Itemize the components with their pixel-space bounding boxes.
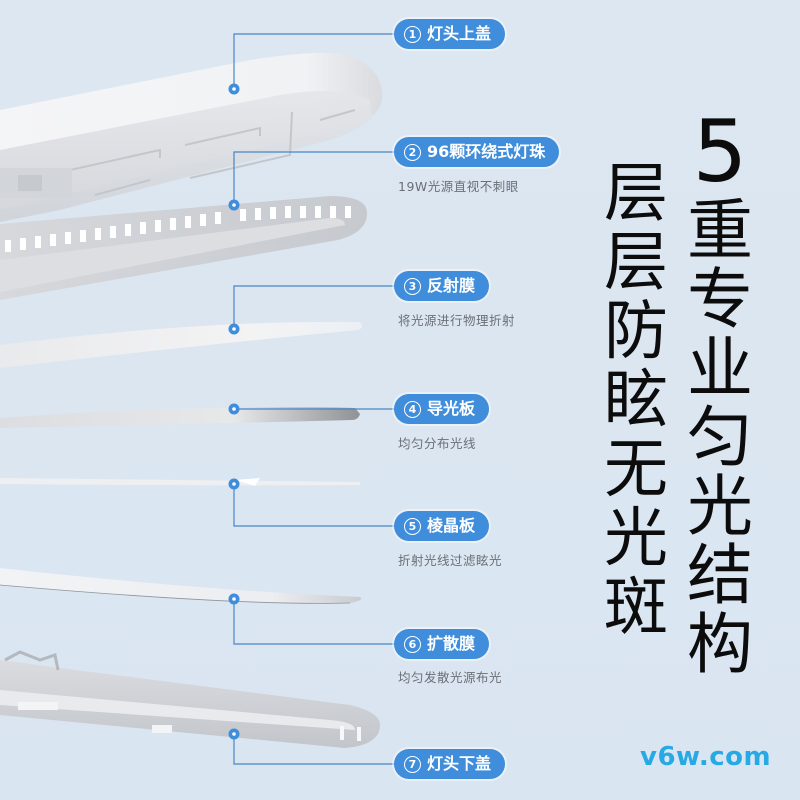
callout-pill-bottom-cover: 7 灯头下盖 [394, 749, 506, 779]
number-badge: 6 [404, 635, 421, 653]
callout-title: 96颗环绕式灯珠 [427, 142, 546, 161]
callout-pill-prism-plate: 5 棱晶板 [394, 511, 490, 541]
number-badge: 4 [404, 400, 421, 418]
callout-title: 导光板 [427, 399, 476, 418]
connector-lines [233, 33, 394, 765]
callout-title: 棱晶板 [427, 516, 476, 535]
headline-char: 防 [604, 295, 668, 369]
callout-pill-led-beads: 2 96颗环绕式灯珠 [394, 137, 560, 167]
callout-pill-light-guide-plate: 4 导光板 [394, 394, 490, 424]
headline-char: 斑 [604, 571, 668, 645]
headline-char: 光 [604, 502, 668, 576]
watermark: v6w.com [640, 742, 772, 772]
callout-title: 扩散膜 [427, 634, 476, 653]
headline-char: 层 [604, 157, 668, 231]
number-badge: 7 [404, 755, 421, 773]
callout-pill-top-cover: 1 灯头上盖 [394, 19, 506, 49]
headline-char: 构 [687, 606, 753, 683]
led-beads [5, 206, 351, 252]
headline-five-layer-structure: 5 重 专 业 匀 光 结 构 [680, 108, 760, 679]
headline-anti-glare: 层 层 防 眩 无 光 斑 [598, 160, 674, 643]
headline-char: 结 [687, 537, 753, 614]
number-badge: 5 [404, 517, 421, 535]
number-badge: 3 [404, 277, 421, 295]
number-badge: 1 [404, 25, 421, 43]
headline-char: 重 [687, 192, 753, 269]
callout-title: 灯头上盖 [427, 24, 492, 43]
headline-char: 眩 [604, 364, 668, 438]
callout-subtitle: 19W光源直视不刺眼 [398, 179, 519, 194]
headline-char: 专 [687, 261, 753, 338]
headline-char: 无 [604, 433, 668, 507]
anchor-dots [228, 83, 240, 740]
callout-title: 反射膜 [427, 276, 476, 295]
headline-char: 光 [687, 468, 753, 545]
callout-pill-diffuser-film: 6 扩散膜 [394, 629, 490, 659]
callout-subtitle: 均匀发散光源布光 [398, 670, 503, 685]
headline-char: 层 [604, 226, 668, 300]
callout-subtitle: 折射光线过滤眩光 [398, 553, 503, 568]
callout-pill-reflective-film: 3 反射膜 [394, 271, 490, 301]
headline-char: 业 [687, 330, 753, 407]
callout-title: 灯头下盖 [427, 754, 492, 773]
callout-subtitle: 将光源进行物理折射 [398, 313, 516, 328]
number-badge: 2 [404, 143, 421, 161]
callout-subtitle: 均匀分布光线 [398, 436, 477, 451]
headline-char: 5 [692, 102, 748, 202]
headline-char: 匀 [687, 399, 753, 476]
